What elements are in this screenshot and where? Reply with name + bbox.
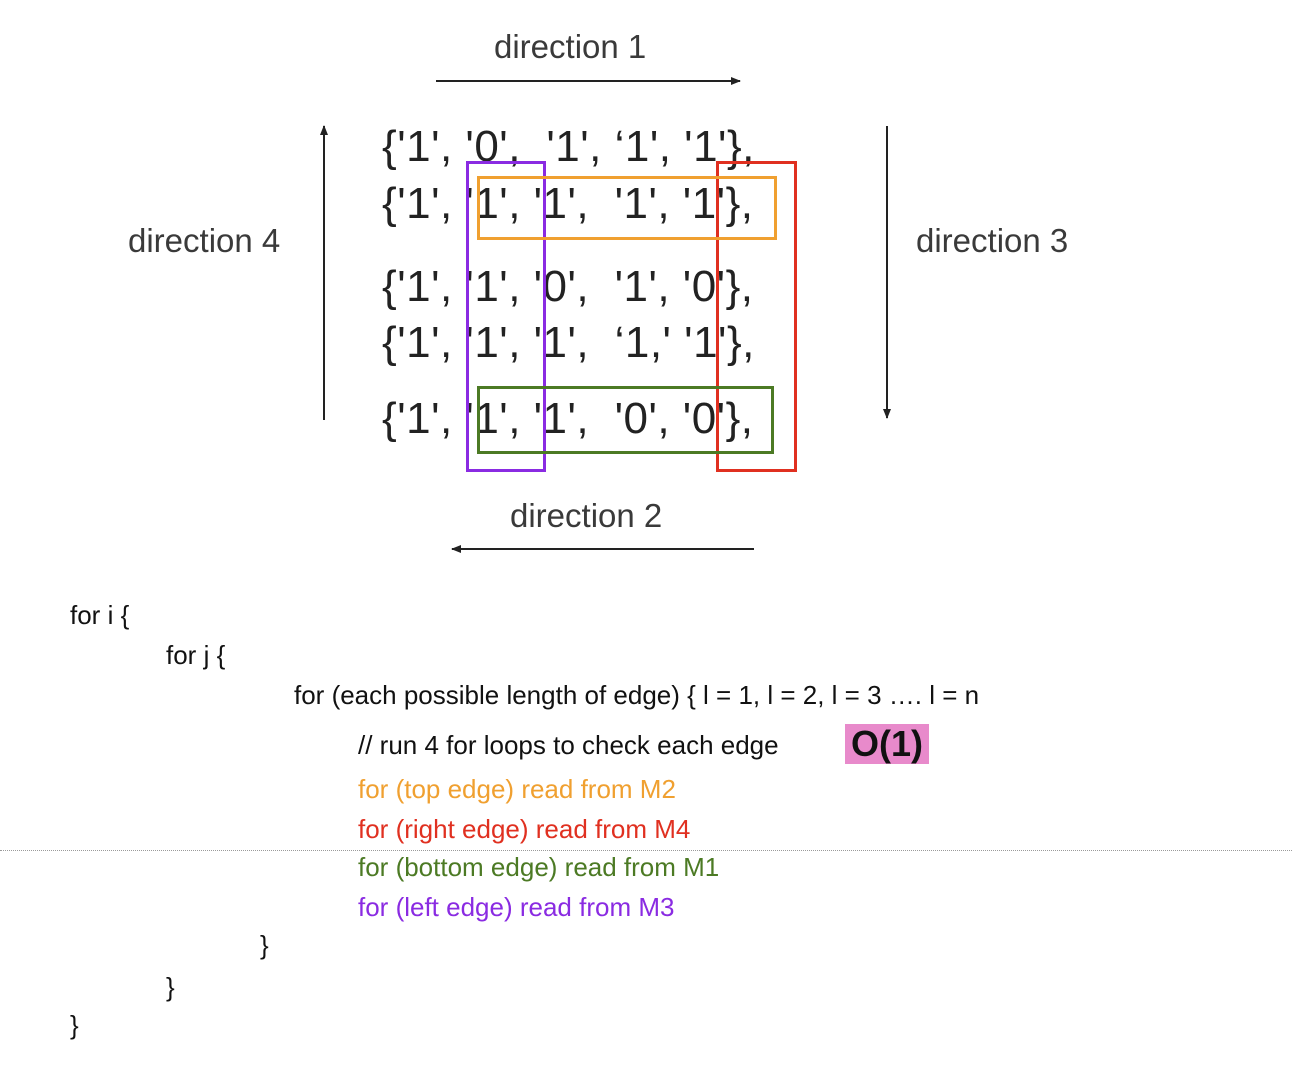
direction-1-label: direction 1 (494, 28, 647, 65)
code-line-top-edge: for (top edge) read from M2 (358, 774, 676, 804)
matrix-row-1: {'1', '0', '1', ‘1', '1'}, (382, 122, 755, 171)
direction-arrows (320, 77, 891, 553)
left-edge-box (466, 161, 546, 472)
code-line-for-j: for j { (166, 640, 226, 670)
matrix-row-4: {'1', '1', '1', ‘1,' '1'}, (382, 318, 755, 367)
code-line-left-edge: for (left edge) read from M3 (358, 892, 675, 922)
code-close-brace-middle: } (166, 972, 175, 1002)
direction-4-label: direction 4 (128, 222, 281, 259)
code-line-comment: // run 4 for loops to check each edge (358, 730, 779, 760)
code-line-for-i: for i { (70, 600, 130, 630)
code-line-for-length: for (each possible length of edge) { l =… (294, 680, 980, 710)
right-edge-box (716, 161, 797, 472)
direction-3-label: direction 3 (916, 222, 1069, 259)
code-line-right-edge: for (right edge) read from M4 (358, 814, 691, 844)
bottom-edge-box (477, 386, 774, 454)
matrix-row-3: {'1', '1', '0', '1', '0'}, (382, 262, 754, 311)
code-line-bottom-edge: for (bottom edge) read from M1 (358, 852, 720, 882)
complexity-badge: O(1) (845, 724, 929, 764)
code-close-brace-outer: } (70, 1010, 79, 1040)
matrix-row-5: {'1', '1', '1', '0', '0'}, (382, 394, 754, 443)
direction-2-label: direction 2 (510, 497, 663, 534)
code-close-brace-inner: } (260, 930, 269, 960)
dotted-separator (0, 850, 1292, 851)
top-edge-box (477, 176, 777, 240)
